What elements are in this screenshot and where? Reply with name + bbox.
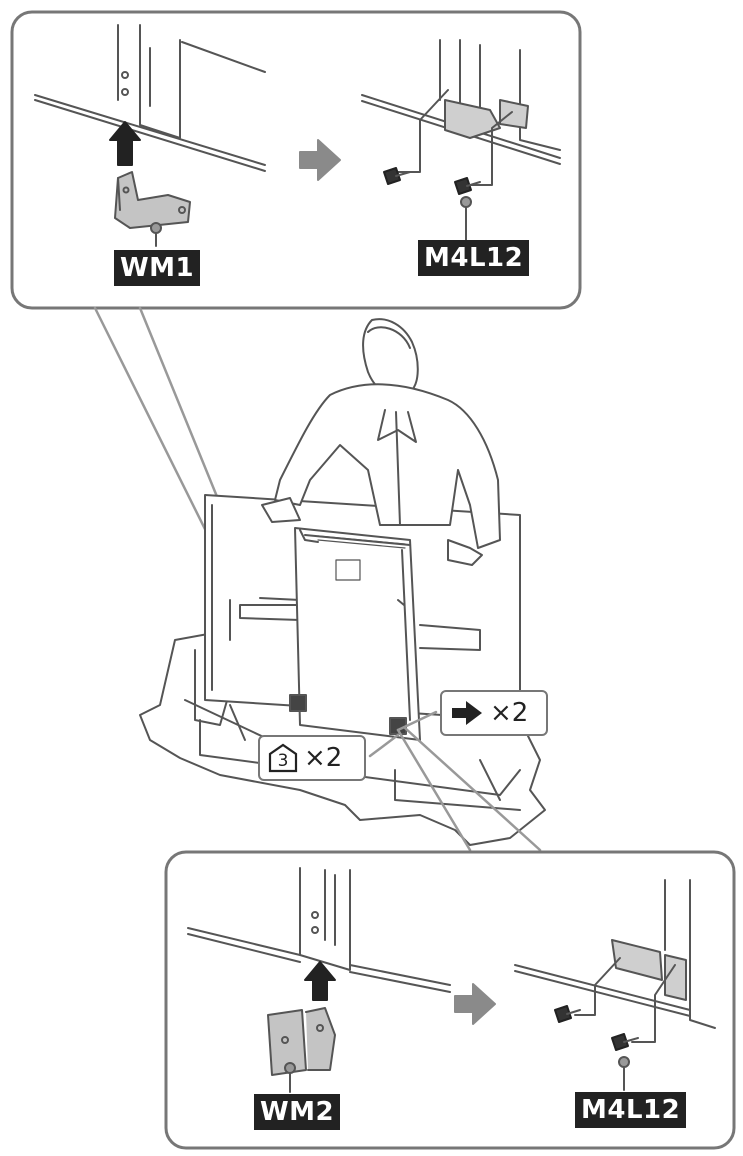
person [261,318,501,566]
right-arrow-icon [452,701,482,725]
screw-icon [383,167,481,241]
screw-label-top: M4L12 [418,240,530,276]
top-left-tv-edge [34,24,266,172]
top-right-tv-edge [361,39,561,186]
wm2-label: WM2 [254,1094,341,1130]
callout-line-bottom [396,726,542,852]
bottom-detail-frame [164,850,736,1150]
screw-quantity: ×2 [490,698,529,728]
up-arrow-icon [109,121,141,166]
tv-panel [204,494,521,741]
part-quantity-callout: 3 ×2 [258,735,366,781]
part-bag-icon: 3 [268,743,298,773]
screw-icon-bottom [554,1005,639,1091]
top-detail-frame [10,10,582,310]
screw-label-bottom: M4L12 [575,1092,687,1128]
wm1-label: WM1 [114,250,201,286]
bottom-right-tv-edge [514,879,716,1043]
wm2-bracket [267,1007,336,1093]
right-arrow-icon-top [299,139,341,181]
screw-quantity-callout: ×2 [440,690,548,736]
wm1-bracket [114,171,191,247]
bottom-left-tv-edge [187,867,451,993]
part-number: 3 [277,751,289,771]
right-arrow-icon-bottom [454,983,496,1025]
part-quantity: ×2 [304,743,343,773]
attach-point-left [289,694,307,712]
up-arrow-icon-bottom [304,961,336,1001]
